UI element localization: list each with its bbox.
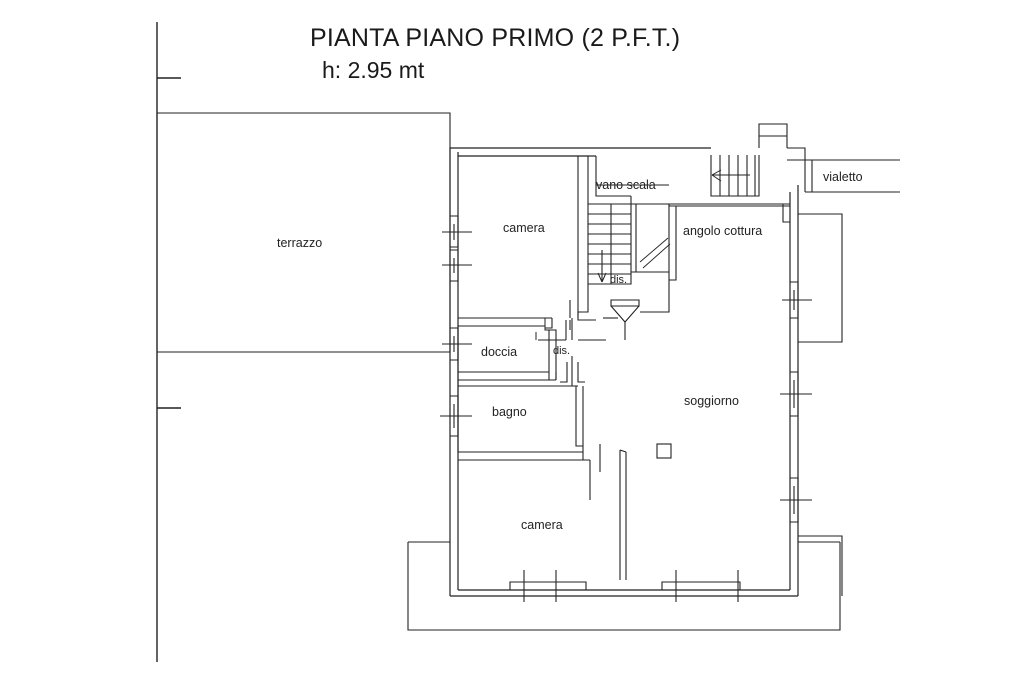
label-soggiorno: soggiorno (684, 394, 739, 408)
dis-lower-walls (538, 318, 606, 386)
shaft-funnel-icon (610, 299, 640, 340)
soggiorno-walls (589, 203, 790, 500)
stair-upper-flight (631, 203, 671, 273)
section-reference-line (156, 22, 181, 662)
label-camera-bottom: camera (521, 518, 563, 532)
door-jambs (535, 318, 552, 340)
window-right-1 (782, 281, 812, 319)
camera-top-walls (458, 156, 579, 330)
window-left-doccia (442, 327, 472, 361)
balcony-right-lower (798, 535, 843, 596)
label-vano-scala: vano scala (596, 178, 656, 192)
label-camera-top: camera (503, 221, 545, 235)
bagno-walls (457, 380, 590, 461)
window-left-camera-1 (442, 215, 472, 248)
stair-run-center (587, 203, 632, 285)
terrazzo-outline (157, 112, 451, 353)
label-terrazzo: terrazzo (277, 236, 322, 250)
window-right-3 (780, 477, 812, 523)
bottom-balcony-outline (407, 541, 841, 631)
window-right-2 (780, 371, 812, 417)
top-roof-projection (758, 123, 806, 160)
camera-bottom-walls (599, 444, 627, 580)
label-bagno: bagno (492, 405, 527, 419)
label-dis-upper: dis. (610, 274, 627, 286)
label-vialetto: vialetto (823, 170, 863, 184)
stair-run-top (710, 155, 760, 197)
vialetto-outline (787, 159, 900, 193)
label-dis-lower: dis. (553, 345, 570, 357)
window-bottom-soggiorno (661, 570, 741, 602)
window-bottom-camera (500, 570, 600, 602)
vano-scala-outline (587, 156, 669, 204)
window-left-camera-2 (442, 249, 472, 282)
label-angolo-cottura: angolo cottura (683, 224, 762, 238)
label-doccia: doccia (481, 345, 517, 359)
column-square (656, 443, 672, 459)
window-left-bagno (440, 395, 472, 437)
balcony-right-upper (798, 213, 843, 343)
